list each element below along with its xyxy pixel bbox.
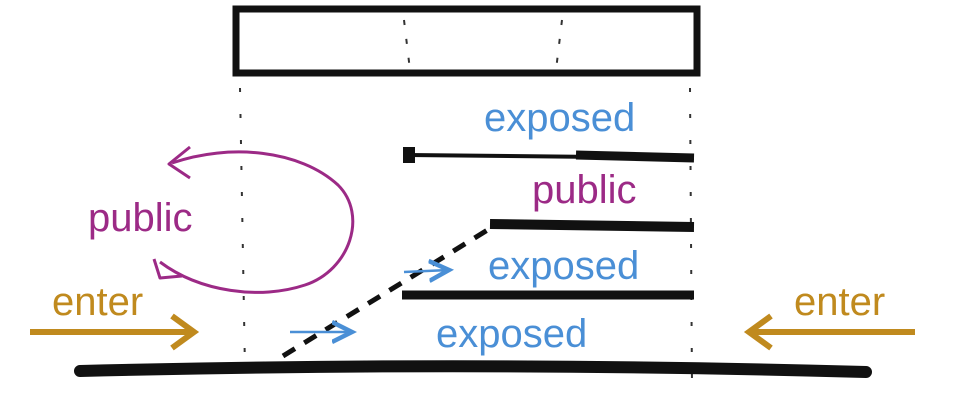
label-exposed-top: exposed — [484, 96, 636, 140]
public-loop — [159, 150, 355, 294]
guide-right — [689, 87, 693, 386]
roof-box — [232, 5, 701, 77]
guide-left — [239, 87, 246, 371]
enter-arrow-right-head — [743, 313, 773, 351]
guide-inner-1 — [403, 19, 411, 71]
enter-arrow-left-head — [170, 313, 200, 351]
floor-bar-middle — [489, 219, 695, 232]
label-exposed-middle: exposed — [488, 244, 640, 288]
ground-line — [74, 360, 872, 378]
public-loop-arrowhead-bottom — [152, 258, 183, 280]
label-enter-right: enter — [794, 280, 886, 324]
exposed-arrow-upper — [403, 270, 449, 272]
floor-bar-top-cap — [403, 147, 415, 163]
guide-inner-2 — [555, 19, 563, 71]
label-enter-left: enter — [52, 280, 144, 324]
label-exposed-bottom: exposed — [436, 312, 588, 356]
label-public-right: public — [532, 168, 637, 212]
stair-ramp — [281, 223, 496, 359]
public-loop-arrowhead-top — [167, 145, 191, 180]
label-public-left: public — [88, 196, 193, 240]
floor-bar-top-thick — [575, 150, 695, 163]
